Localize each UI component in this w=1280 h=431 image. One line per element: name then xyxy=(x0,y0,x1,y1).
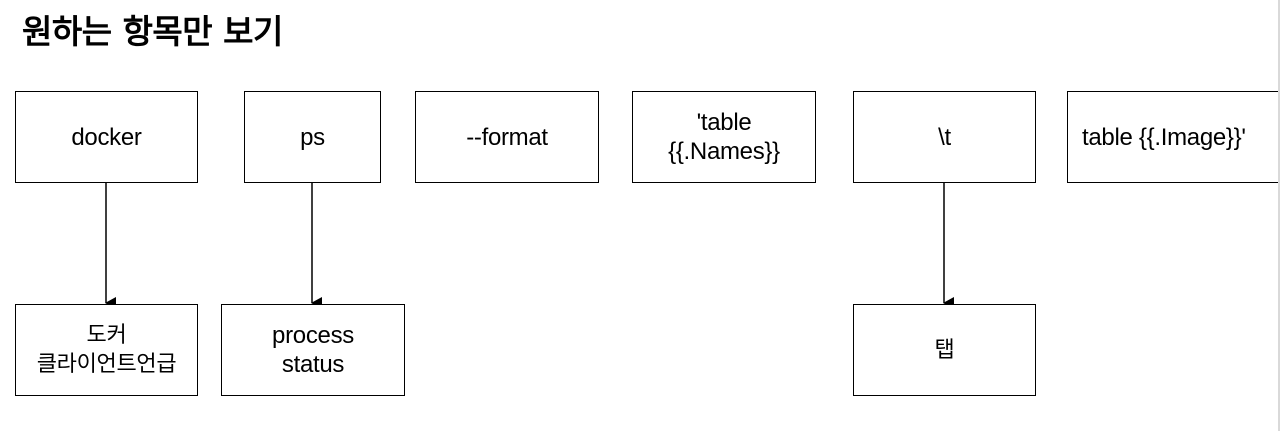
node-ps-desc-label: process status xyxy=(272,322,354,378)
node-table-names: 'table {{.Names}} xyxy=(632,91,816,183)
node-docker-desc-label: 도커 클라이언트언급 xyxy=(36,323,177,377)
node-ps: ps xyxy=(244,91,381,183)
node-ps-desc: process status xyxy=(221,304,405,396)
diagram-title: 원하는 항목만 보기 xyxy=(22,12,283,51)
node-table-names-label: 'table {{.Names}} xyxy=(668,109,780,165)
page-edge-divider xyxy=(1278,0,1280,431)
node-tab-desc: 탭 xyxy=(853,304,1036,396)
node-docker-label: docker xyxy=(71,123,142,151)
node-tab-escape-label: \t xyxy=(938,123,951,151)
node-format: --format xyxy=(415,91,599,183)
node-tab-desc-label: 탭 xyxy=(934,337,955,363)
node-ps-label: ps xyxy=(300,123,325,151)
node-format-label: --format xyxy=(466,123,548,151)
node-table-image: table {{.Image}}' xyxy=(1067,91,1280,183)
node-table-image-label: table {{.Image}}' xyxy=(1082,123,1246,151)
node-tab-escape: \t xyxy=(853,91,1036,183)
node-docker-desc: 도커 클라이언트언급 xyxy=(15,304,198,396)
node-docker: docker xyxy=(15,91,198,183)
